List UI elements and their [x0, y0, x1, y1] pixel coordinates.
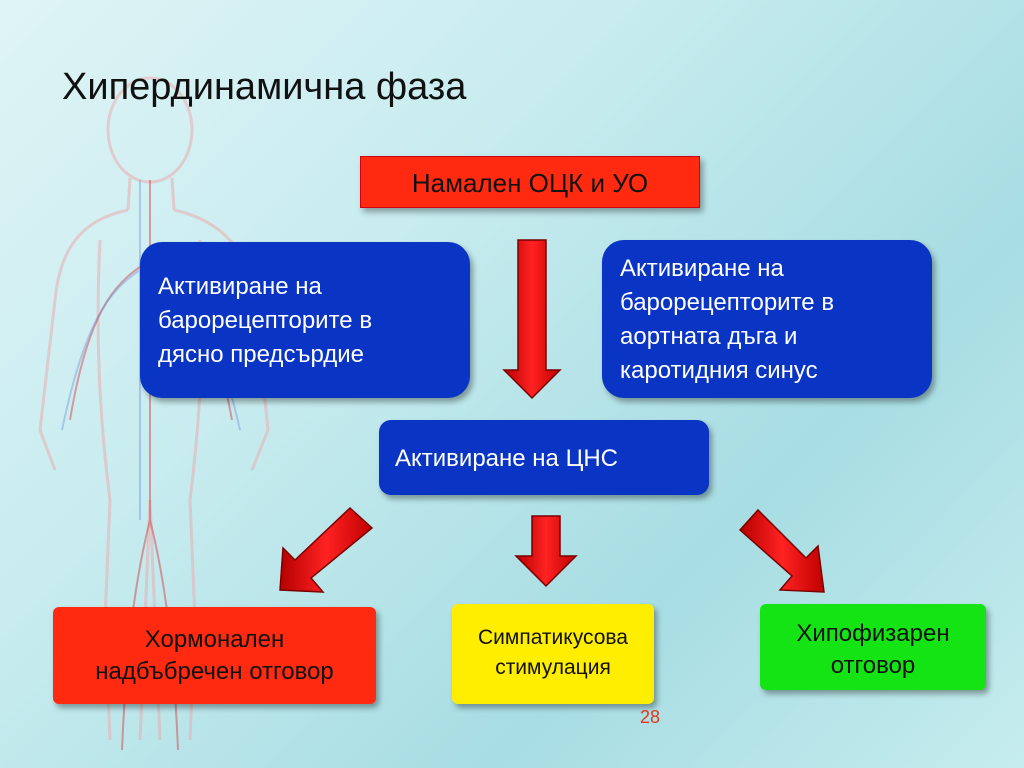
box-line: Хормонален: [144, 626, 285, 653]
box-line: аортната дъга и: [620, 323, 798, 350]
box-line: дясно предсърдие: [158, 341, 364, 368]
cns-activation-box: Активиране на ЦНС: [379, 420, 709, 495]
box-line: Активиране на: [620, 255, 784, 282]
sympathetic-stimulation-box: Симпатикусова стимулация: [452, 604, 654, 704]
box-line: Активиране на: [158, 273, 322, 300]
down-arrow-small: [514, 515, 578, 588]
pituitary-response-box: Хипофизарен отговор: [760, 604, 986, 690]
hormonal-adrenal-response-box: Хормонален надбъбречен отговор: [53, 607, 376, 704]
box-line: Симпатикусова: [478, 626, 628, 649]
down-right-arrow: [738, 508, 825, 593]
box-line: отговор: [830, 652, 916, 679]
down-left-arrow: [279, 506, 374, 593]
down-arrow-large: [502, 239, 562, 400]
box-line: надбъбречен отговор: [95, 658, 334, 685]
box-line: барорецепторите в: [158, 307, 373, 334]
reduced-volume-box: Намален ОЦК и УО: [360, 156, 700, 208]
slide-title: Хипердинамична фаза: [62, 66, 467, 108]
box-line: стимулация: [495, 656, 611, 679]
page-number: 28: [640, 707, 661, 727]
aortic-carotid-baroreceptors-box: Активиране на барорецепторите в аортната…: [602, 240, 932, 398]
box-line: барорецепторите в: [620, 289, 835, 316]
box-line: Хипофизарен: [796, 620, 950, 647]
right-atrium-baroreceptors-box: Активиране на барорецепторите в дясно пр…: [140, 242, 470, 398]
box-line: каротидния синус: [620, 357, 818, 384]
